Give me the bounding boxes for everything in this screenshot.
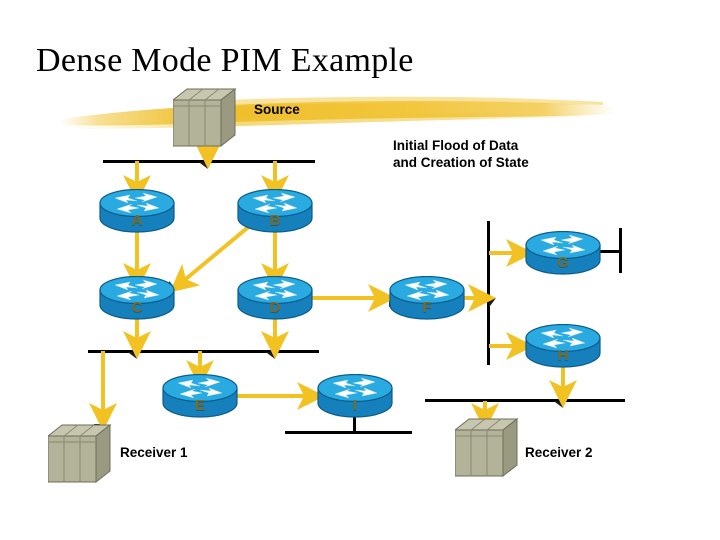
router-H[interactable]: H (525, 324, 601, 368)
segment-i-lan (285, 431, 412, 434)
segment-i-drop (353, 411, 356, 433)
host-label-receiver2: Receiver 2 (525, 445, 593, 460)
router-B[interactable]: B (237, 189, 313, 233)
brush-stroke-decoration (60, 96, 616, 129)
host-receiver2 (455, 418, 519, 478)
segment-g-stub (592, 250, 622, 253)
callout-text: Initial Flood of Data and Creation of St… (393, 138, 529, 170)
segment-cd-lan (88, 350, 319, 353)
host-source (173, 88, 237, 148)
router-G[interactable]: G (525, 231, 601, 275)
router-A[interactable]: A (99, 189, 175, 233)
segment-fgh-lan (487, 221, 490, 365)
segment-g-terminator (619, 228, 622, 273)
router-I[interactable]: I (317, 374, 393, 418)
host-label-source: Source (254, 102, 300, 117)
host-receiver1 (48, 424, 112, 484)
segment-source-lan (103, 160, 315, 163)
host-label-receiver1: Receiver 1 (120, 445, 188, 460)
router-C[interactable]: C (99, 276, 175, 320)
router-F[interactable]: F (389, 276, 465, 320)
page-title: Dense Mode PIM Example (36, 42, 414, 79)
router-D[interactable]: D (237, 276, 313, 320)
router-E[interactable]: E (162, 374, 238, 418)
segment-receiver2-lan (425, 399, 625, 402)
